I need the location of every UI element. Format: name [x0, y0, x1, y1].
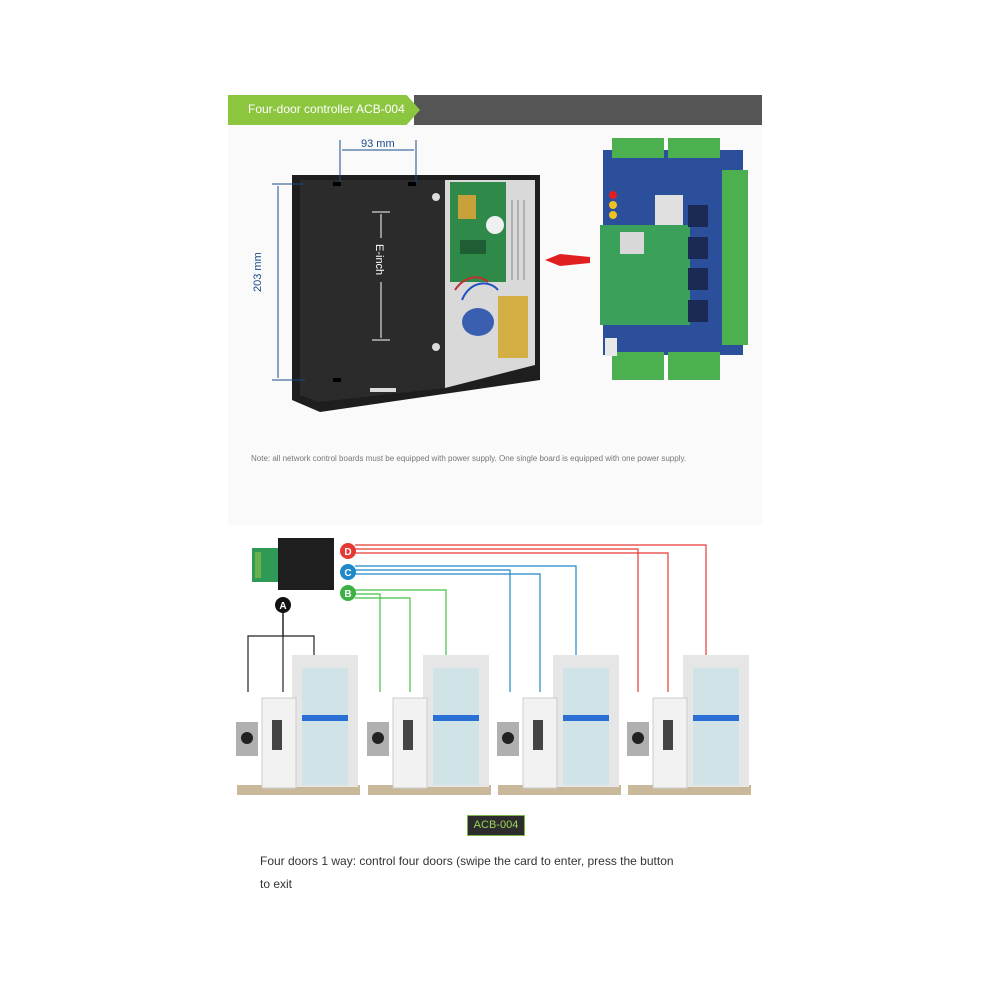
door-unit-2 — [367, 655, 491, 795]
header-dark-bar — [414, 95, 762, 125]
label-c: C — [344, 568, 351, 579]
line-c — [355, 565, 577, 692]
power-supply-note: Note: all network control boards must be… — [251, 454, 687, 463]
header-green-tab — [228, 95, 420, 125]
height-dimension-label: 203 mm — [252, 252, 264, 292]
caption-text: Four doors 1 way: control four doors (sw… — [260, 854, 674, 891]
controller-box-image — [292, 175, 540, 412]
pcb-board-image — [600, 138, 748, 380]
line-a — [247, 612, 315, 692]
section-header: Four-door controller ACB-004 — [228, 95, 762, 125]
width-dimension-label: 93 mm — [361, 138, 395, 150]
label-d: D — [344, 547, 351, 558]
door-unit-3 — [497, 655, 621, 795]
wiring-diagram: A B C D — [236, 538, 751, 795]
label-b: B — [344, 589, 351, 600]
line-b — [355, 589, 447, 692]
dimension-lines — [272, 140, 417, 381]
inner-dimension-label: E-inch — [373, 244, 385, 276]
line-d — [355, 544, 707, 692]
red-arrow-icon — [545, 254, 590, 266]
door-unit-1 — [236, 655, 360, 795]
door-unit-4 — [627, 655, 751, 795]
model-tag: ACB-004 — [467, 815, 525, 836]
header-title: Four-door controller ACB-004 — [248, 102, 405, 116]
label-a: A — [279, 601, 286, 612]
mini-controller-image — [252, 538, 334, 590]
